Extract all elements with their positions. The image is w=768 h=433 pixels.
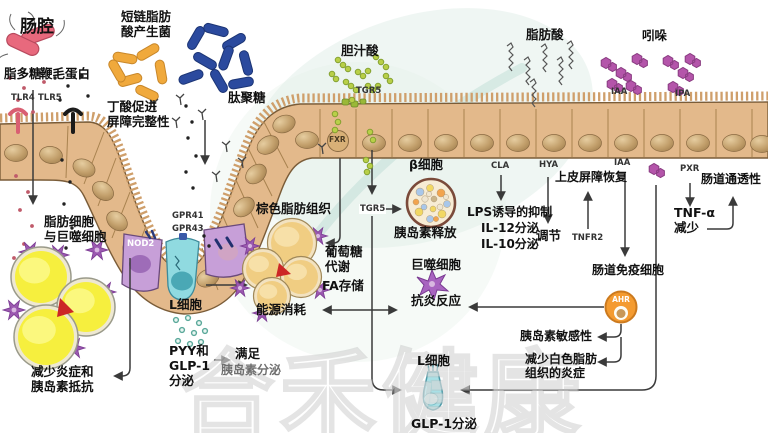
- beta-cell-islet: [405, 177, 457, 229]
- gram-negative-bacteria: [0, 11, 65, 58]
- crypt-l-cell: [165, 233, 200, 301]
- nod2-cell: [121, 229, 163, 292]
- butyrate-molecules: [149, 93, 327, 183]
- immune-to-glp1-arrow: [460, 185, 657, 395]
- brown-adipocytes: [229, 217, 331, 323]
- microvilli: [0, 91, 768, 269]
- glp1-l-cell: [422, 363, 444, 411]
- ahr-cell: [604, 290, 638, 324]
- tnf-to-permeability-arrow: [707, 196, 738, 230]
- nod2-to-adipose-arrow: [113, 258, 131, 381]
- pathway-arrows: [28, 90, 738, 395]
- ahr-to-whitefat-arrow: [597, 337, 622, 367]
- macrophage-icon: [416, 268, 450, 302]
- fxr-cell: [327, 130, 349, 152]
- peptidoglycan-bacteria: [178, 22, 254, 93]
- receptor-icon: [144, 229, 157, 240]
- lps-particles: [53, 74, 211, 250]
- pyy-glp1-particles: [172, 314, 209, 348]
- ahr-to-sensitivity-arrow: [597, 324, 622, 342]
- indole-molecules: [600, 52, 701, 179]
- fxr-to-brownfat-arrow: [325, 158, 341, 248]
- crypt-purple-cell: [203, 223, 251, 278]
- tgr5-to-lcell-arrow: [371, 216, 402, 395]
- epithelium-band: [0, 91, 768, 315]
- scfa-producing-bacteria: [108, 43, 168, 102]
- tlr4-icon: [8, 107, 28, 134]
- fatty-acid-molecules: [506, 40, 574, 108]
- receptor-icon: [179, 233, 187, 240]
- receptor-icon: [214, 236, 234, 250]
- flagellin-particles: [8, 76, 46, 260]
- white-adipocytes: [1, 239, 118, 370]
- bile-acid-molecules: [328, 53, 394, 176]
